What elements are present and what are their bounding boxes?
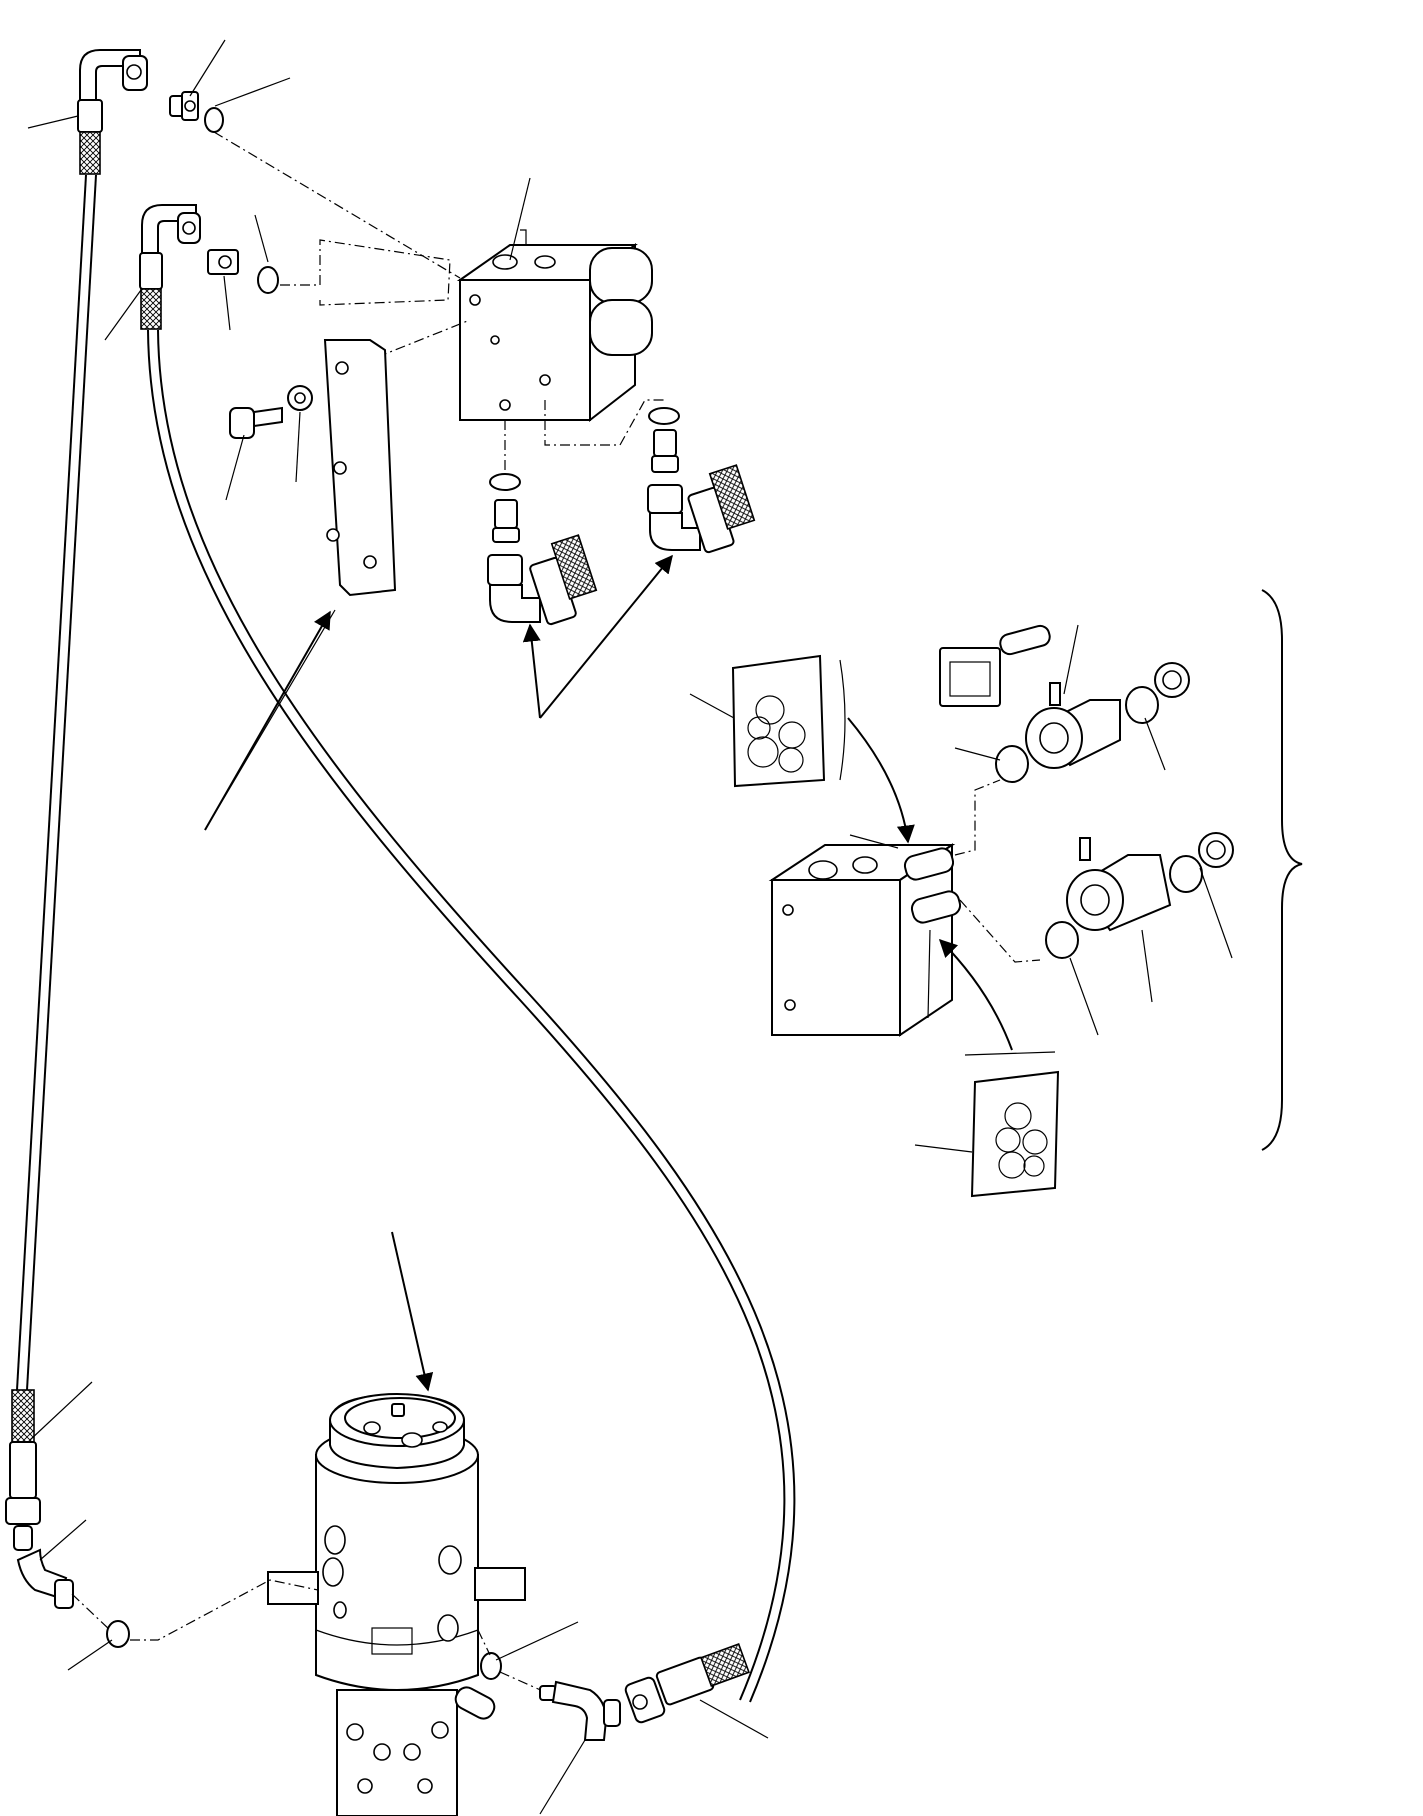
warning-decal-lower	[970, 1070, 1060, 1198]
o-ring-coil-lower	[1045, 921, 1079, 959]
solenoid-coil-upper	[1025, 662, 1190, 769]
link-stem-to-coil-upper	[954, 779, 1001, 856]
elbow-fitting-lower-left	[13, 1525, 74, 1609]
fitting-group-left	[487, 420, 598, 626]
adapter-top	[169, 91, 199, 121]
swivel-joint	[267, 1393, 526, 1816]
warning-decal-upper	[731, 654, 826, 788]
o-ring-lower-left	[106, 1620, 130, 1648]
solenoid-valve-body	[768, 843, 962, 1037]
bolt	[229, 406, 283, 439]
valve-block-top	[456, 229, 653, 423]
o-ring-lower-right	[480, 1652, 502, 1680]
elbow-fitting-lower-right	[539, 1680, 621, 1741]
link-lower-left	[71, 1579, 319, 1641]
connector-plug	[939, 624, 1051, 707]
elbow-fitting-top-left	[77, 49, 148, 175]
o-ring-coil-upper	[995, 745, 1029, 783]
assembly-brace	[1261, 589, 1303, 1151]
link-stem-to-coil-lower	[959, 899, 1041, 963]
o-ring-top	[204, 107, 224, 133]
fitting-group-right	[544, 399, 756, 554]
hose-end-bottom-left	[5, 1389, 41, 1525]
bracket-decal-lower	[964, 1051, 1056, 1056]
bracket-decal-upper	[839, 659, 846, 781]
elbow-fitting-upper	[139, 204, 201, 330]
o-ring-upper	[257, 266, 279, 294]
link-lower-right	[477, 1629, 546, 1693]
hose-curved	[139, 204, 796, 1703]
mounting-plate	[323, 339, 397, 597]
leader-lines	[27, 39, 1233, 1815]
adapter-upper	[207, 249, 239, 275]
hose-end-lower-right	[624, 1643, 750, 1724]
hose-long-left	[5, 49, 148, 1525]
solenoid-valve-assembly	[768, 624, 1234, 1037]
solenoid-coil-lower	[1066, 832, 1234, 932]
